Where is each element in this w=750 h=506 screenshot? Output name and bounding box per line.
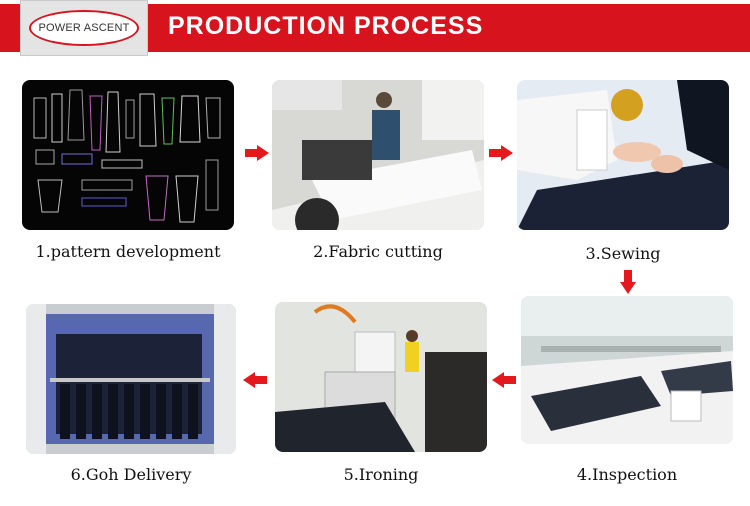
arrow-right-icon bbox=[489, 145, 513, 161]
photo-sewing bbox=[517, 80, 729, 230]
caption-step-4: 4.Inspection bbox=[576, 465, 678, 484]
logo: POWER ASCENT bbox=[20, 0, 148, 56]
photo-ironing bbox=[275, 302, 487, 452]
arrow-down-icon bbox=[620, 270, 636, 294]
caption-step-6: 6.Goh Delivery bbox=[70, 465, 192, 484]
photo-goh-delivery bbox=[26, 304, 236, 454]
logo-text: POWER ASCENT bbox=[38, 22, 130, 34]
caption-step-2: 2.Fabric cutting bbox=[313, 242, 443, 261]
caption-step-5: 5.Ironing bbox=[343, 465, 419, 484]
arrow-right-icon bbox=[245, 145, 269, 161]
photo-inspection bbox=[521, 296, 733, 444]
arrow-left-icon bbox=[243, 372, 267, 388]
page-title: PRODUCTION PROCESS bbox=[168, 12, 484, 40]
arrow-left-icon bbox=[492, 372, 516, 388]
photo-pattern-development bbox=[22, 80, 234, 230]
caption-step-3: 3.Sewing bbox=[585, 244, 661, 263]
caption-step-1: 1.pattern development bbox=[35, 242, 221, 261]
photo-fabric-cutting bbox=[272, 80, 484, 230]
logo-oval: POWER ASCENT bbox=[29, 10, 139, 46]
